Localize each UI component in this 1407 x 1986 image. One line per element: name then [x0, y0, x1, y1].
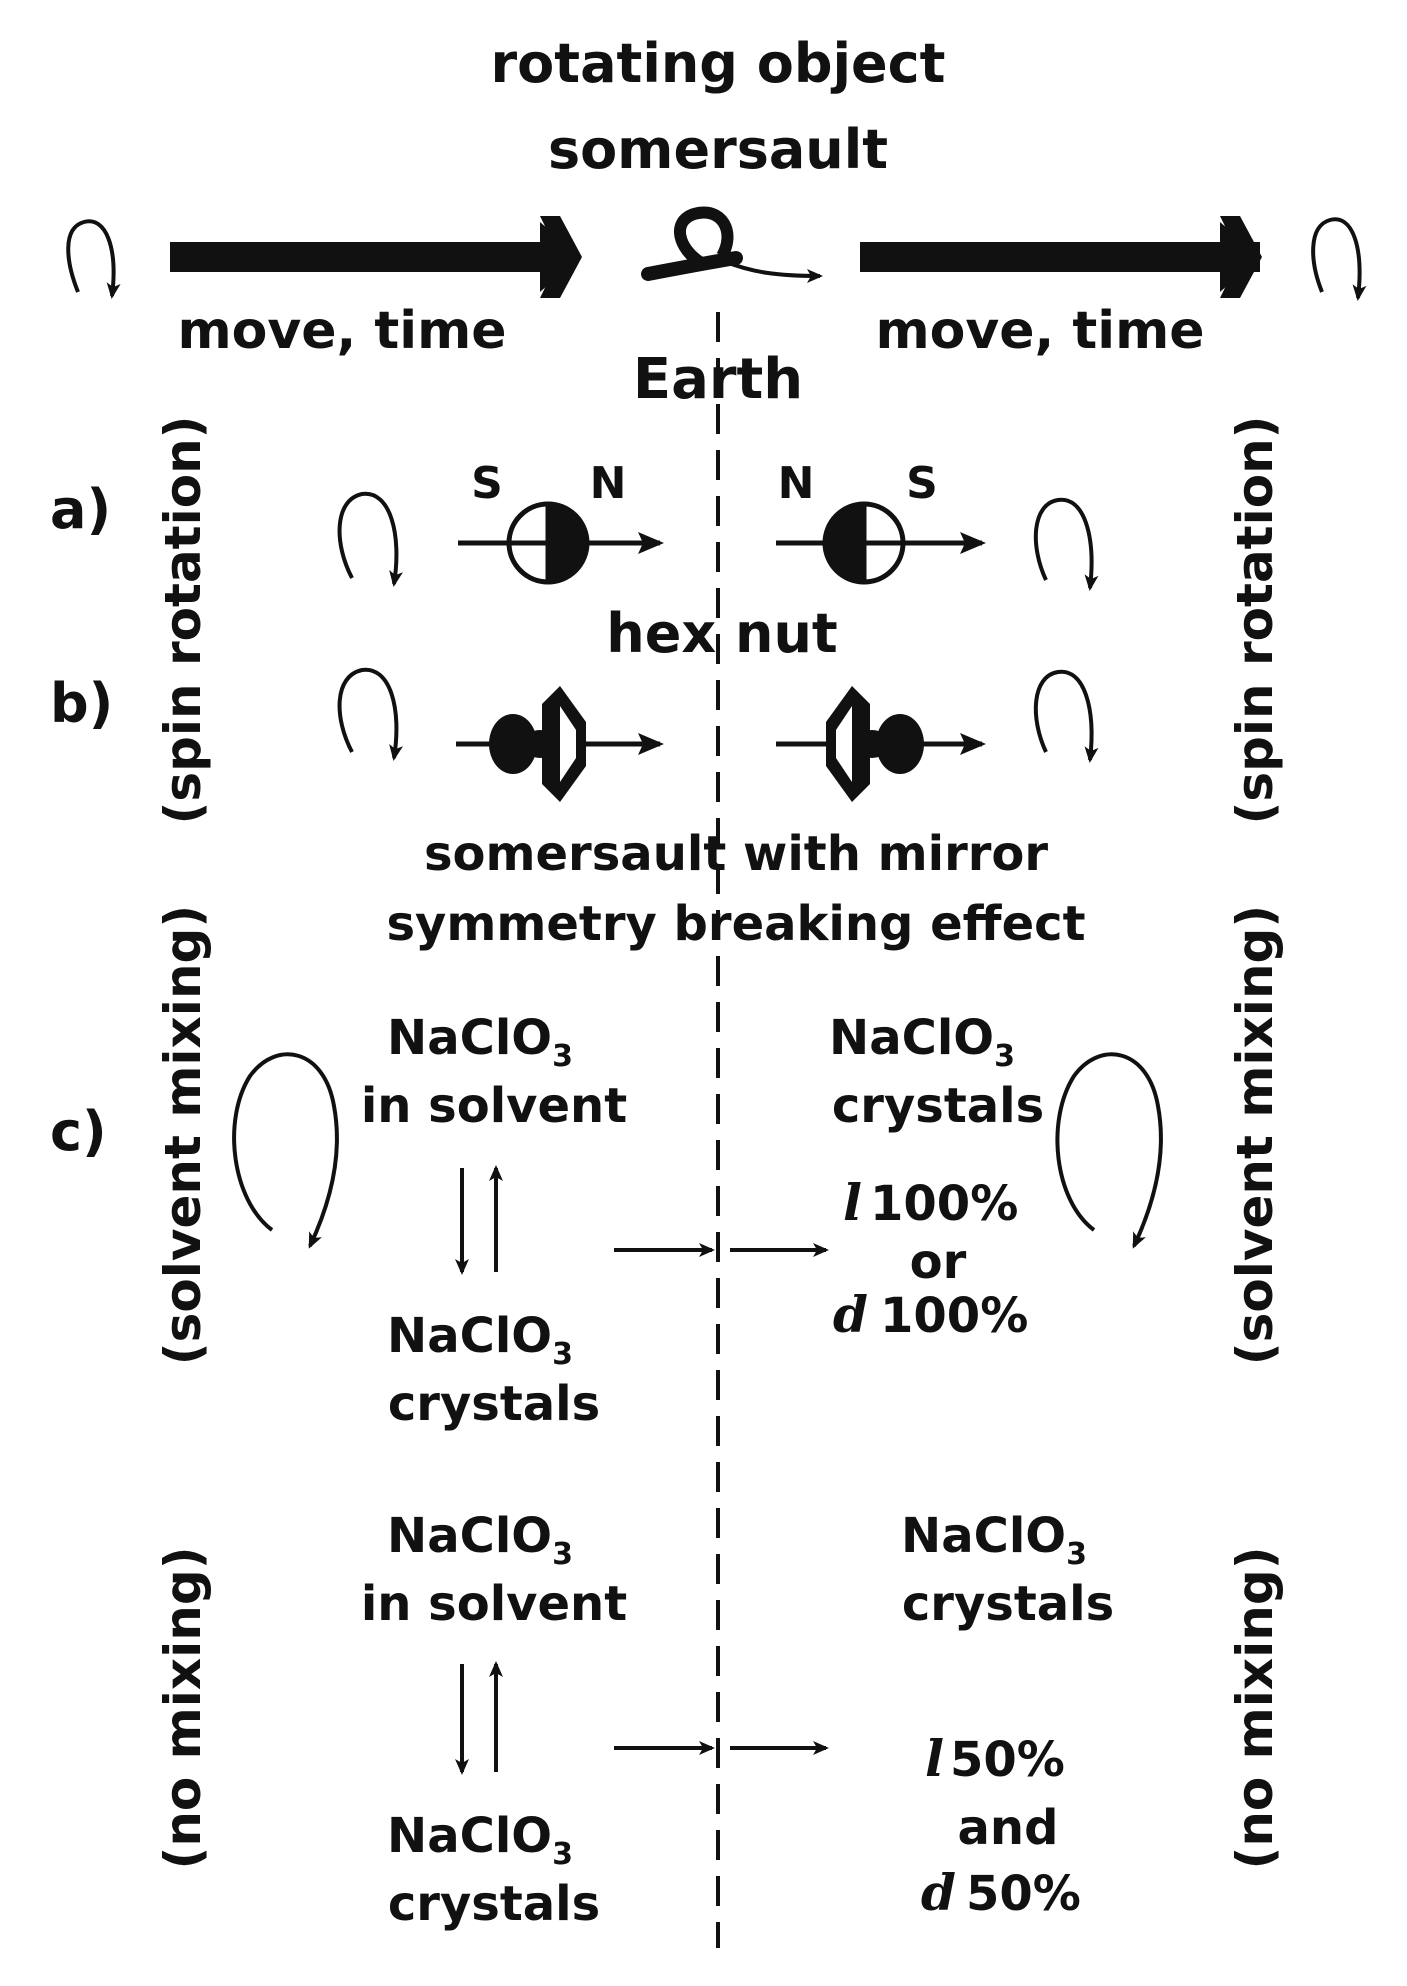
magnet-left-s-label: S — [471, 458, 503, 509]
svg-text:100%: 100% — [880, 1288, 1028, 1344]
svg-text:NaClO3: NaClO3 — [901, 1508, 1087, 1572]
header-title-line2: somersault — [548, 118, 888, 181]
nomix-in-solvent-label: in solvent — [361, 1576, 627, 1632]
svg-text:50%: 50% — [966, 1866, 1081, 1922]
left-move-time-caption: move, time — [177, 301, 506, 361]
mirror-caption-line2: symmetry breaking effect — [386, 896, 1085, 952]
side-label-spin-right: (spin rotation) — [1226, 415, 1284, 824]
formula-nomix-solvent: NaClO3 — [387, 1508, 573, 1572]
hex-nut-right — [776, 686, 986, 802]
formula-nomix-crystals-left: NaClO3 — [387, 1808, 573, 1872]
solvent-mixing-arrow-icon — [232, 1052, 339, 1249]
svg-text:d: d — [833, 1285, 868, 1344]
solvent-mixing-arrow-icon — [1055, 1052, 1163, 1249]
result-and-label: and — [958, 1800, 1059, 1856]
svg-text:NaClO3: NaClO3 — [387, 1010, 573, 1074]
rotation-arrow-icon — [66, 219, 121, 299]
svg-text:d: d — [921, 1863, 956, 1922]
side-label-nomix-right: (no mixing) — [1226, 1546, 1284, 1869]
right-move-time-caption: move, time — [875, 301, 1204, 361]
formula-mix-crystals-right: NaClO3 — [829, 1010, 1015, 1074]
svg-text:NaClO3: NaClO3 — [829, 1010, 1015, 1074]
magnet-right-n-label: N — [778, 458, 815, 509]
mix-crystals-right-label: crystals — [832, 1078, 1044, 1134]
magnet-left-n-label: N — [590, 458, 627, 509]
side-label-nomix-left: (no mixing) — [154, 1546, 212, 1869]
formula-nomix-crystals-right: NaClO3 — [901, 1508, 1087, 1572]
svg-text:NaClO3: NaClO3 — [387, 1508, 573, 1572]
spin-arrow-icon — [337, 491, 403, 587]
side-label-solvent-left: (solvent mixing) — [154, 905, 212, 1365]
hex-nut-label: hex nut — [606, 602, 837, 665]
move-time-arrow-left — [170, 216, 582, 298]
spin-arrow-icon — [337, 667, 403, 761]
magnet-right-s-label: S — [906, 458, 938, 509]
result-d-100: d 100% — [833, 1285, 1028, 1344]
svg-text:NaClO3: NaClO3 — [387, 1808, 573, 1872]
move-time-arrow-right — [860, 216, 1262, 298]
row-label-b: b) — [50, 672, 113, 735]
svg-text:NaClO3: NaClO3 — [387, 1308, 573, 1372]
hex-nut-left — [456, 686, 664, 802]
side-label-solvent-right: (solvent mixing) — [1226, 905, 1284, 1365]
mirror-caption-line1: somersault with mirror — [424, 826, 1048, 882]
svg-text:l: l — [925, 1729, 944, 1788]
row-label-c: c) — [50, 1100, 107, 1163]
spin-arrow-icon — [1033, 669, 1099, 763]
result-d-50: d 50% — [921, 1863, 1081, 1922]
result-l-50: l 50% — [925, 1729, 1065, 1788]
rotation-arrow-icon — [1311, 217, 1367, 301]
result-or-label: or — [910, 1234, 967, 1290]
magnet-right — [776, 501, 986, 585]
svg-text:50%: 50% — [950, 1732, 1065, 1788]
svg-text:l: l — [843, 1173, 862, 1232]
row-label-a: a) — [50, 478, 111, 541]
mix-crystals-left-label: crystals — [388, 1376, 600, 1432]
header-title-line1: rotating object — [491, 32, 946, 95]
nomix-crystals-left-label: crystals — [388, 1876, 600, 1932]
magnet-left — [458, 501, 664, 585]
mix-in-solvent-label: in solvent — [361, 1078, 627, 1134]
side-label-spin-left: (spin rotation) — [154, 415, 212, 824]
formula-mix-solvent: NaClO3 — [387, 1010, 573, 1074]
spin-arrow-icon — [1033, 497, 1099, 591]
svg-text:100%: 100% — [870, 1176, 1018, 1232]
formula-mix-crystals-left: NaClO3 — [387, 1308, 573, 1372]
nomix-crystals-right-label: crystals — [902, 1576, 1114, 1632]
somersault-icon — [641, 206, 823, 283]
result-l-100: l 100% — [843, 1173, 1018, 1232]
